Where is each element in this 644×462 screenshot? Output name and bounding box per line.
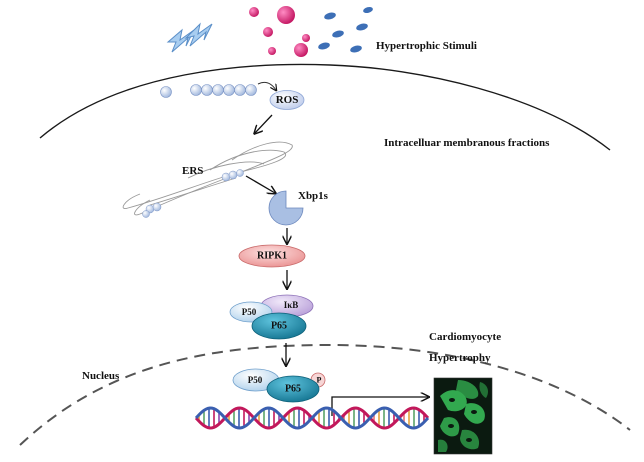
ros-label: ROS	[276, 94, 299, 106]
er-to-xbp1s-arrow	[245, 175, 275, 193]
endoplasmic-reticulum	[122, 141, 293, 216]
nuclear-envelope	[19, 343, 631, 446]
ripk1-node: RIPK1	[238, 244, 306, 268]
cytoplasmic-nfkb-complex: IκB P50 P65	[229, 294, 314, 340]
fluorescent-cardiomyocyte-image	[433, 377, 493, 455]
p50-nuc-label: P50	[248, 375, 263, 385]
phospho-label: P	[317, 376, 322, 385]
stimuli-particles	[249, 6, 373, 57]
ers-label: ERS	[182, 165, 203, 177]
membrane-fraction-label: Intracelluar membranous fractions	[384, 137, 550, 149]
ikb-label: IκB	[284, 300, 299, 310]
stimuli-label: Hypertrophic Stimuli	[376, 40, 477, 52]
ripk1-label: RIPK1	[257, 251, 287, 262]
ros-node: ROS	[269, 90, 305, 110]
dna-strand-b	[194, 406, 430, 430]
lightning-bolt-icon	[166, 22, 213, 53]
nuclear-nfkb-complex: P50 P P65	[232, 368, 326, 403]
p65-cyto-label: P65	[271, 321, 287, 332]
xbp1s-label: Xbp1s	[298, 190, 329, 202]
p65-nuc-label: P65	[285, 384, 301, 395]
er-stress-vesicles	[142, 169, 244, 218]
xbp1s-node: Xbp1s	[268, 190, 329, 226]
ros-production-arrow	[257, 81, 276, 90]
nucleus-label: Nucleus	[82, 370, 120, 382]
outcome-label-line2: Hypertrophy	[429, 352, 491, 364]
ros-to-er-arrow	[255, 114, 273, 133]
dna-double-helix-icon	[194, 406, 430, 430]
cell-membrane	[39, 63, 611, 151]
membrane-receptor-chain	[160, 84, 257, 98]
outcome-label-line1: Cardiomyocyte	[429, 331, 501, 343]
p50-cyto-label: P50	[242, 307, 257, 317]
